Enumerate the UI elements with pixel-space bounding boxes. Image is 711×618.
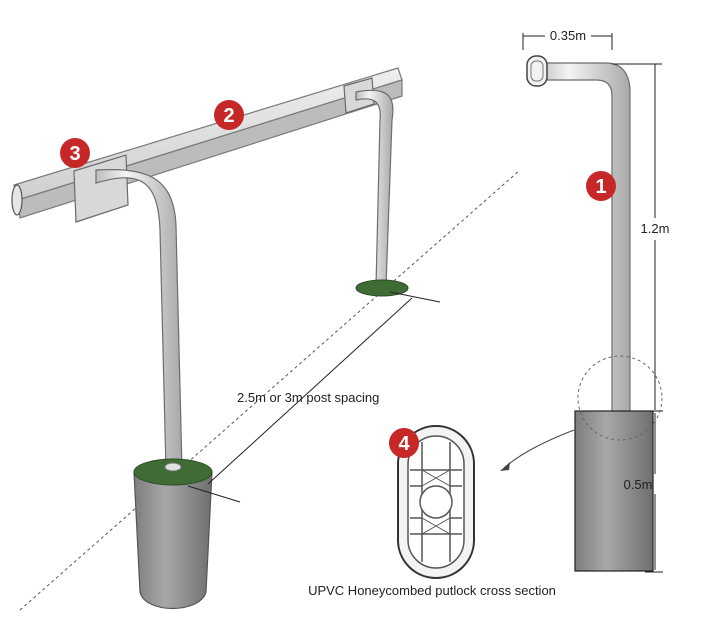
post-height-dimension: 1.2m — [612, 63, 670, 410]
elevation-post — [526, 55, 631, 413]
left-concrete-footing — [133, 458, 213, 609]
badge-1-number: 1 — [595, 176, 606, 198]
detail-callout-arrow — [503, 429, 575, 469]
right-grass-pad — [355, 279, 409, 297]
badge-4: 4 — [389, 428, 419, 458]
badge-4-number: 4 — [398, 433, 410, 455]
badge-1: 1 — [586, 171, 616, 201]
footing-depth-label: 0.5m — [624, 477, 653, 492]
left-post — [95, 169, 183, 471]
top-rail — [11, 67, 403, 223]
badge-2-number: 2 — [223, 105, 234, 127]
detail-callout-circle — [577, 355, 663, 441]
post-spacing-dimension: 2.5m or 3m post spacing — [187, 291, 441, 503]
post-spacing-label: 2.5m or 3m post spacing — [237, 390, 379, 405]
badge-2: 2 — [214, 100, 244, 130]
arm-width-dimension: 0.35m — [522, 28, 613, 50]
arm-width-label: 0.35m — [550, 28, 586, 43]
elevation-concrete-footing — [574, 410, 654, 572]
putlock-cross-section — [397, 425, 475, 579]
right-post — [355, 89, 394, 287]
post-height-label: 1.2m — [641, 221, 670, 236]
badge-3-number: 3 — [69, 143, 80, 165]
footing-depth-dimension: 0.5m — [624, 410, 663, 573]
badge-3: 3 — [60, 138, 90, 168]
cross-section-caption: UPVC Honeycombed putlock cross section — [308, 583, 556, 598]
